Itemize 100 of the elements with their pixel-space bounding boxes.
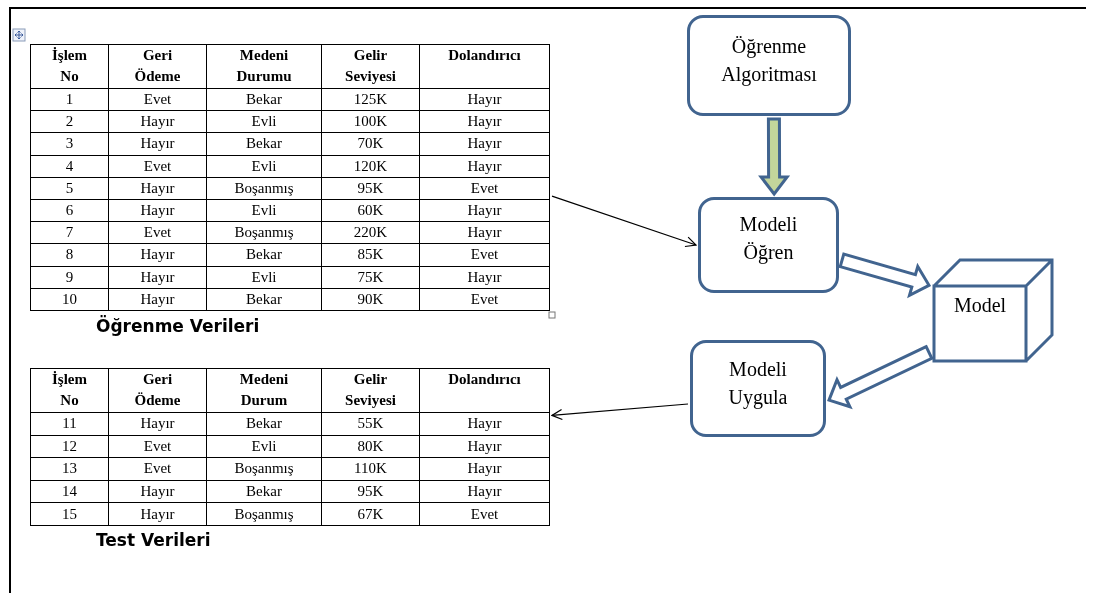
table-cell: Evet [419, 288, 550, 311]
table-cell: 67K [321, 502, 420, 526]
table-cell: 125K [321, 88, 420, 111]
table-cell: 7 [30, 221, 109, 244]
box-label: Öğrenme Algoritması [721, 34, 817, 88]
box-label: Model [952, 294, 1008, 317]
table-caption: Öğrenme Verileri [96, 316, 260, 336]
table-cell: 95K [321, 177, 420, 200]
table-cell: Evet [419, 502, 550, 526]
table-cell: Hayır [108, 110, 207, 133]
table-cell: Evet [419, 243, 550, 266]
table-cell: Bekar [206, 243, 322, 266]
table-cell: Hayır [419, 457, 550, 481]
process-box [687, 15, 851, 116]
table-cell: 4 [30, 155, 109, 178]
table-cell: Boşanmış [206, 457, 322, 481]
table-cell: 110K [321, 457, 420, 481]
table-cell: Evet [108, 457, 207, 481]
table-cell: Hayır [419, 435, 550, 458]
arrow [551, 403, 689, 421]
box-label: Modeli Öğren [739, 212, 798, 266]
table-cell: Hayır [108, 243, 207, 266]
table-cell: Hayır [108, 199, 207, 222]
table-caption: Test Verileri [96, 530, 211, 550]
block-arrow [758, 117, 791, 197]
table-cell: 15 [30, 502, 109, 526]
table-cell: Evli [206, 110, 322, 133]
table-cell: 220K [321, 221, 420, 244]
column-header: Medeni Durumu [206, 44, 322, 89]
table-cell: Hayır [419, 221, 550, 244]
table-cell: Hayır [108, 412, 207, 436]
table-cell: Bekar [206, 412, 322, 436]
table-cell: 75K [321, 266, 420, 289]
table-cell: Hayır [419, 110, 550, 133]
table-cell: Evet [108, 155, 207, 178]
table-cell: Hayır [108, 177, 207, 200]
block-arrow [838, 252, 932, 299]
arrow [551, 195, 697, 248]
table-cell: 11 [30, 412, 109, 436]
box-label: Modeli Uygula [728, 357, 788, 411]
table-cell: Evli [206, 199, 322, 222]
table-cell: 80K [321, 435, 420, 458]
column-header: İşlem No [30, 368, 109, 413]
model-cube [932, 258, 1054, 363]
table-cell: 9 [30, 266, 109, 289]
table-cell: Boşanmış [206, 177, 322, 200]
table-cell: 120K [321, 155, 420, 178]
table-cell: Evet [108, 88, 207, 111]
table-cell: 10 [30, 288, 109, 311]
column-header: Dolandırıcı [419, 44, 550, 89]
table-cell: Hayır [419, 132, 550, 156]
column-header: Geri Ödeme [108, 368, 207, 413]
table-cell: 100K [321, 110, 420, 133]
table-cell: 85K [321, 243, 420, 266]
table-cell: Bekar [206, 288, 322, 311]
block-arrow [827, 344, 934, 410]
table-cell: Evet [108, 221, 207, 244]
table-cell: Hayır [108, 132, 207, 156]
table-cell: 8 [30, 243, 109, 266]
table-cell: Hayır [419, 155, 550, 178]
process-box [690, 340, 826, 437]
table-cell: Hayır [419, 88, 550, 111]
table-cell: Evli [206, 155, 322, 178]
table-cell: Hayır [108, 480, 207, 503]
table-cell: Bekar [206, 88, 322, 111]
column-header: Geri Ödeme [108, 44, 207, 89]
table-cell: 70K [321, 132, 420, 156]
table-cell: 6 [30, 199, 109, 222]
table-cell: 13 [30, 457, 109, 481]
table-cell: 1 [30, 88, 109, 111]
table-cell: Boşanmış [206, 221, 322, 244]
table-cell: Hayır [419, 266, 550, 289]
table-cell: Evli [206, 435, 322, 458]
table-cell: Bekar [206, 480, 322, 503]
table-cell: Hayır [108, 266, 207, 289]
column-header: Gelir Seviyesi [321, 44, 420, 89]
column-header: Dolandırıcı [419, 368, 550, 413]
table-cell: 95K [321, 480, 420, 503]
table-cell: Hayır [419, 199, 550, 222]
table-cell: Hayır [108, 502, 207, 526]
table-cell: Evet [108, 435, 207, 458]
table-cell: 2 [30, 110, 109, 133]
table-cell: Hayır [108, 288, 207, 311]
table-cell: 90K [321, 288, 420, 311]
table-cell: Hayır [419, 412, 550, 436]
table-cell: 3 [30, 132, 109, 156]
column-header: İşlem No [30, 44, 109, 89]
column-header: Medeni Durum [206, 368, 322, 413]
column-header: Gelir Seviyesi [321, 368, 420, 413]
table-cell: 12 [30, 435, 109, 458]
table-cell: Hayır [419, 480, 550, 503]
table-cell: 5 [30, 177, 109, 200]
table-cell: Bekar [206, 132, 322, 156]
table-cell: 60K [321, 199, 420, 222]
table-cell: 14 [30, 480, 109, 503]
table-cell: Evet [419, 177, 550, 200]
process-box [698, 197, 839, 293]
table-cell: Boşanmış [206, 502, 322, 526]
table-cell: 55K [321, 412, 420, 436]
table-cell: Evli [206, 266, 322, 289]
